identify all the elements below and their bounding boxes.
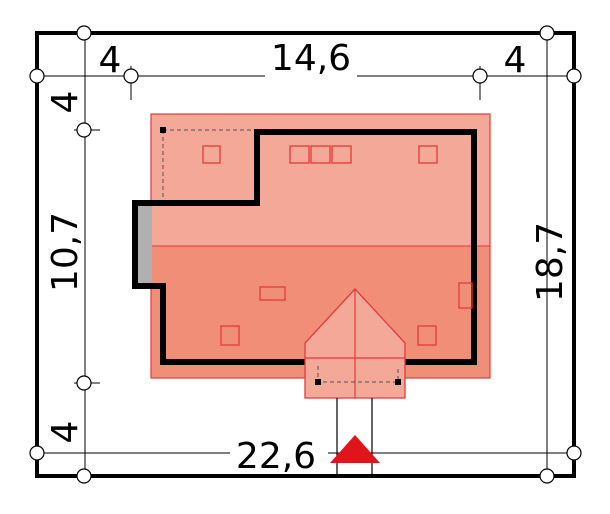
dim-plot-depth: 18,7 <box>530 222 571 302</box>
dim-top-house-width: 14,6 <box>271 38 351 79</box>
roof-window <box>418 145 438 164</box>
dim-top-right-margin: 4 <box>504 40 527 81</box>
marker-circle <box>539 468 555 484</box>
terrace-corner-marker <box>160 127 166 133</box>
dim-left-top-margin: 4 <box>45 91 86 114</box>
north-arrow-icon <box>330 435 380 463</box>
porch-post <box>395 379 401 385</box>
roof-window <box>310 145 331 164</box>
marker-circle <box>29 68 45 84</box>
marker-circle <box>76 25 92 41</box>
roof-window <box>458 282 473 309</box>
marker-circle <box>472 68 488 84</box>
dim-plot-width: 22,6 <box>236 436 316 477</box>
marker-circle <box>566 445 582 461</box>
roof-window <box>202 145 221 164</box>
label-backgrounds <box>230 40 357 474</box>
roof-window <box>220 325 240 346</box>
marker-circle <box>123 68 139 84</box>
porch-post <box>315 379 321 385</box>
roof-window <box>331 145 352 164</box>
roof-windows <box>202 145 473 346</box>
marker-circle <box>539 25 555 41</box>
roof-upper-slope <box>151 114 490 246</box>
porch-outline <box>317 366 399 383</box>
terrace-outline <box>162 129 258 198</box>
house-walls <box>132 129 477 365</box>
roof-window <box>417 325 437 346</box>
dim-left-bottom-margin: 4 <box>45 421 86 444</box>
marker-circle <box>29 445 45 461</box>
dim-left-house-depth: 10,7 <box>45 212 86 292</box>
garage-side <box>136 203 152 287</box>
boundary-markers <box>29 25 582 484</box>
dim-top-left-margin: 4 <box>99 40 122 81</box>
marker-circle <box>76 122 92 138</box>
roof-window <box>259 286 286 301</box>
plot-boundary <box>35 31 576 478</box>
marker-circle <box>566 68 582 84</box>
roof-window <box>289 145 310 164</box>
marker-circle <box>76 375 92 391</box>
marker-circle <box>76 468 92 484</box>
